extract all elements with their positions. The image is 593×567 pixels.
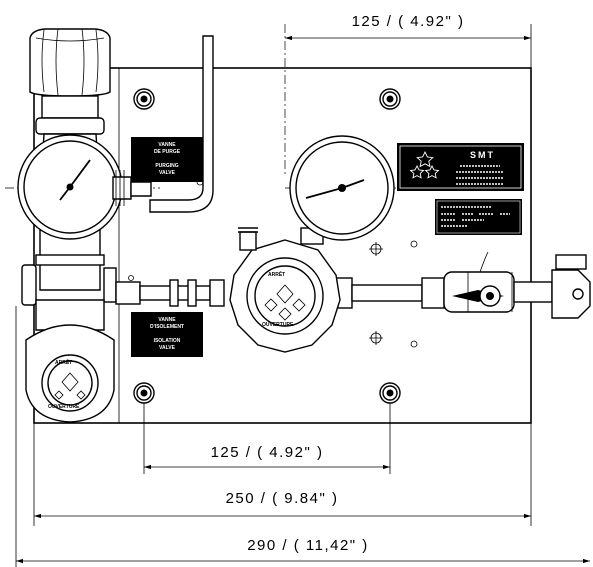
mounting-hole-top-left xyxy=(133,88,155,110)
dimension-middle-text: 125 / ( 4.92" ) xyxy=(211,444,324,461)
svg-text:OUVERTURE: OUVERTURE xyxy=(48,404,80,410)
svg-text:ARRÊT: ARRÊT xyxy=(268,270,285,278)
star-logo-icon xyxy=(424,164,440,179)
left-regulator-assembly: ARRÊT OUVERTURE xyxy=(17,28,132,423)
brand-text: SMT xyxy=(470,150,495,160)
central-pressure-gauge xyxy=(289,135,395,241)
purge-fr-2: DE PURGE xyxy=(154,149,181,155)
dimension-plate-text: 250 / ( 9.84" ) xyxy=(226,490,339,507)
isolation-fr-1: VANNE xyxy=(158,317,176,323)
isolation-fr-2: D'ISOLEMENT xyxy=(150,324,184,330)
purge-en-1: PURGING xyxy=(155,163,178,169)
ball-valve xyxy=(443,251,515,313)
dimension-middle: 125 / ( 4.92" ) xyxy=(143,403,391,474)
isolation-en-1: ISOLATION xyxy=(154,338,181,344)
mounting-hole-bottom-left xyxy=(133,382,155,404)
dimension-top-text: 125 / ( 4.92" ) xyxy=(352,13,465,30)
isolation-en-2: VALVE xyxy=(159,345,176,351)
spec-plate xyxy=(435,199,522,235)
dimension-overall: 290 / ( 11,42" ) xyxy=(15,306,590,567)
star-logo-icon xyxy=(416,150,434,168)
mounting-hole-top-right xyxy=(379,88,401,110)
central-regulator: ARRÊT OUVERTURE xyxy=(229,227,341,353)
mounting-hole-bottom-right xyxy=(379,382,401,404)
brand-nameplate: SMT xyxy=(397,143,524,191)
star-logo-icon xyxy=(409,164,425,179)
dimension-overall-text: 290 / ( 11,42" ) xyxy=(247,537,369,554)
right-outlet-fitting xyxy=(513,254,591,319)
purge-fr-1: VANNE xyxy=(158,142,176,148)
svg-text:OUVERTURE: OUVERTURE xyxy=(262,322,294,328)
purge-valve-label: VANNE DE PURGE PURGING VALVE xyxy=(131,137,203,182)
svg-text:ARRÊT: ARRÊT xyxy=(55,358,72,366)
isolation-valve-label: VANNE D'ISOLEMENT ISOLATION VALVE xyxy=(131,312,203,357)
dimension-plate: 250 / ( 9.84" ) xyxy=(33,423,532,526)
dimension-top: 125 / ( 4.92" ) xyxy=(285,13,532,68)
purge-en-2: VALVE xyxy=(159,170,176,176)
